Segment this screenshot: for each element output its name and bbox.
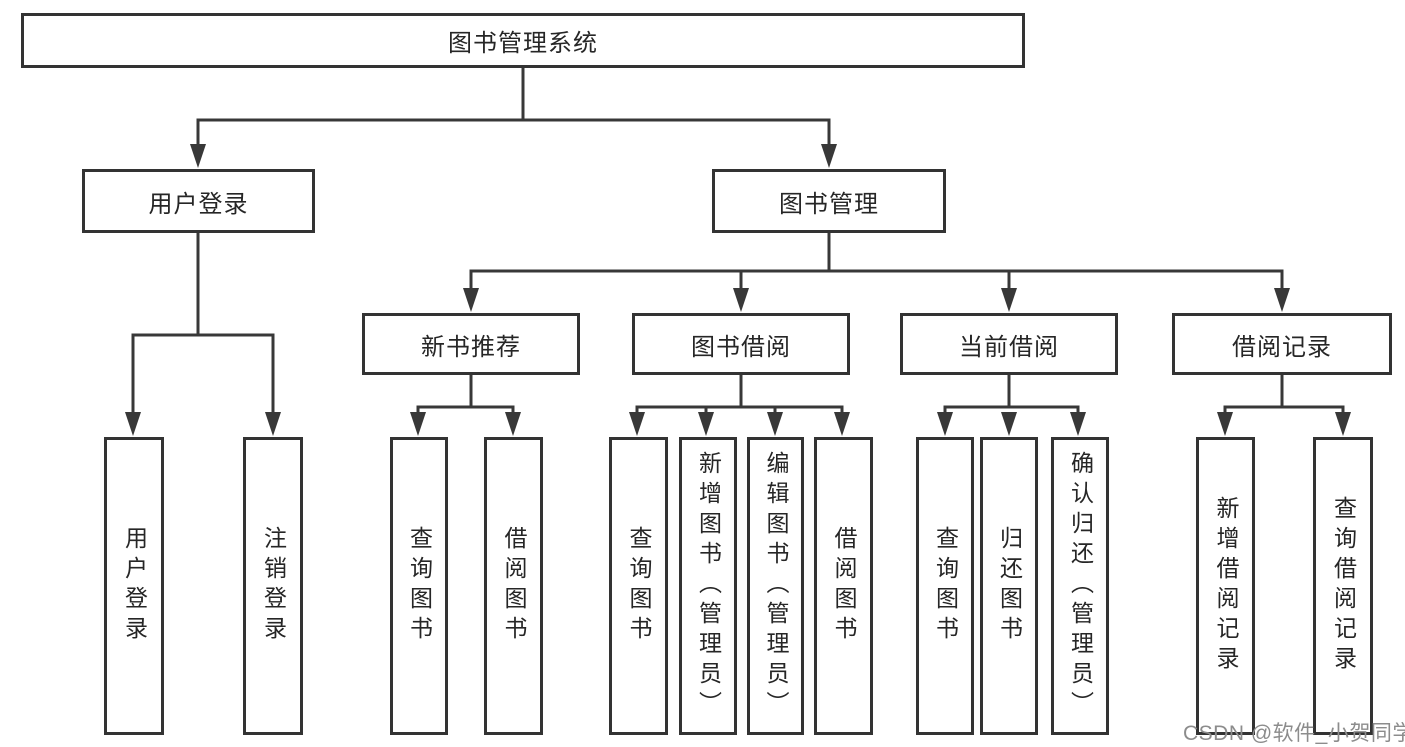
leaf-logout: 注销登录: [243, 437, 303, 735]
leaf-borrow-edit-admin: 编辑图书（管理员）: [747, 437, 804, 735]
node-book-management-label: 图书管理: [779, 190, 879, 218]
node-new-book-recommend: 新书推荐: [362, 313, 580, 375]
leaf-current-confirm-admin: 确认归还（管理员）: [1051, 437, 1109, 735]
node-user-login-label: 用户登录: [148, 190, 249, 218]
node-current-borrow: 当前借阅: [900, 313, 1118, 375]
leaf-record-query-label: 查询借阅记录: [1330, 496, 1357, 676]
leaf-newbook-borrow-label: 借阅图书: [501, 526, 527, 646]
leaf-user-login: 用户登录: [104, 437, 164, 735]
leaf-current-query-label: 查询图书: [932, 526, 959, 646]
leaf-borrow-query: 查询图书: [609, 437, 668, 735]
leaf-newbook-query: 查询图书: [390, 437, 448, 735]
node-root: 图书管理系统: [21, 13, 1025, 68]
connector-newbook-group: [416, 373, 515, 416]
connector-bookmgmt-to-level3: [469, 231, 1284, 292]
leaf-record-add-label: 新增借阅记录: [1213, 496, 1239, 676]
arrowheads: [125, 144, 1351, 436]
node-borrow-record-label: 借阅记录: [1232, 333, 1332, 361]
leaf-borrow-borrow-label: 借阅图书: [831, 526, 857, 646]
node-new-book-recommend-label: 新书推荐: [421, 333, 521, 361]
node-borrow-record: 借阅记录: [1172, 313, 1392, 375]
node-book-borrow: 图书借阅: [632, 313, 850, 375]
node-book-management: 图书管理: [712, 169, 946, 233]
leaf-newbook-borrow: 借阅图书: [484, 437, 543, 735]
connector-bookborrow-group: [635, 373, 844, 416]
leaf-current-return: 归还图书: [980, 437, 1038, 735]
node-user-login: 用户登录: [82, 169, 315, 233]
connector-borrowrecord-group: [1223, 373, 1345, 416]
node-current-borrow-label: 当前借阅: [959, 333, 1059, 361]
leaf-current-return-label: 归还图书: [996, 526, 1023, 646]
csdn-watermark: CSDN @软件_小贺同学: [1183, 722, 1405, 745]
leaf-borrow-borrow: 借阅图书: [814, 437, 873, 735]
leaf-logout-label: 注销登录: [260, 526, 287, 646]
leaf-newbook-query-label: 查询图书: [406, 526, 433, 646]
leaf-borrow-query-label: 查询图书: [626, 526, 652, 646]
leaf-current-confirm-admin-label: 确认归还（管理员）: [1067, 451, 1094, 721]
leaf-record-add: 新增借阅记录: [1196, 437, 1255, 735]
connector-currentborrow-group: [943, 373, 1080, 416]
connector-root-to-level2: [196, 66, 831, 148]
leaf-borrow-add-admin: 新增图书（管理员）: [679, 437, 737, 735]
leaf-record-query: 查询借阅记录: [1313, 437, 1373, 735]
connector-userlogin-group: [131, 231, 275, 416]
leaf-current-query: 查询图书: [916, 437, 974, 735]
leaf-borrow-add-admin-label: 新增图书（管理员）: [695, 451, 722, 721]
node-book-borrow-label: 图书借阅: [691, 333, 791, 361]
leaf-user-login-label: 用户登录: [121, 526, 148, 646]
node-root-label: 图书管理系统: [448, 30, 598, 57]
leaf-borrow-edit-admin-label: 编辑图书（管理员）: [763, 451, 789, 721]
